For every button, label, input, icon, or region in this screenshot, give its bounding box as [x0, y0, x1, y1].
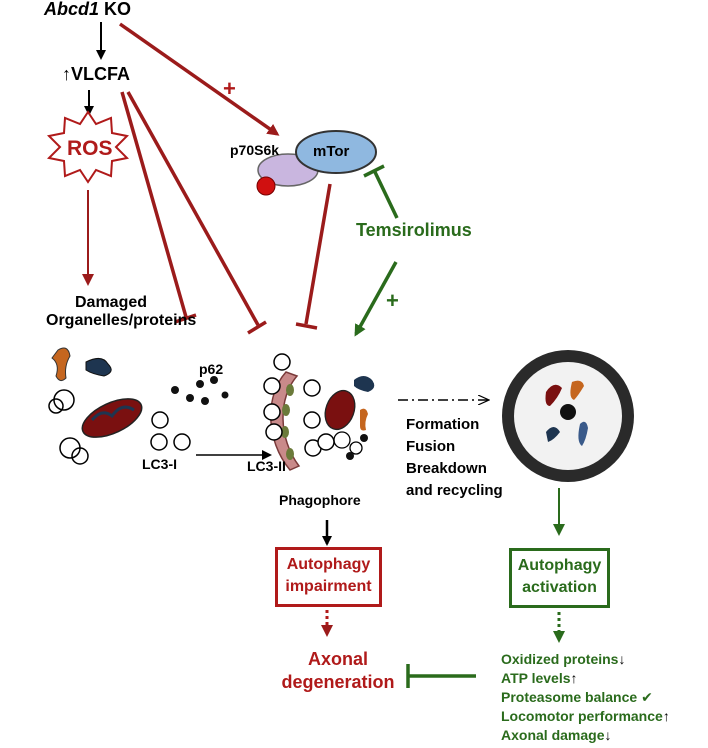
down-arrow-icon: ↓	[604, 727, 612, 743]
lc3-i-label: LC3-I	[142, 456, 177, 472]
vlcfa-label: ↑VLCFA	[62, 64, 131, 84]
up-arrow-icon: ↑	[662, 708, 670, 724]
p62-label: p62	[199, 361, 224, 377]
outcome-item: Axonal damage↓	[501, 727, 612, 743]
outcome-item: Locomotor performance↑	[501, 708, 670, 724]
p62-dots	[171, 376, 229, 405]
p70s6k-red-dot	[256, 176, 276, 196]
inhibit-bar-p62	[174, 313, 197, 324]
up-arrow-icon: ↑	[570, 670, 578, 686]
phagophore-label: Phagophore	[279, 492, 361, 508]
p70s6k-label: p70S6k	[230, 142, 280, 158]
autolysosome-illustration	[502, 350, 634, 482]
abcd1-ko-label: Abcd1 KO	[44, 0, 132, 19]
outcomes-list: Oxidized proteins↓ ATP levels↑ Proteasom…	[501, 650, 670, 745]
inhibit-bar-phagophore-2	[295, 322, 318, 330]
ros-label: ROS	[67, 137, 113, 160]
inhibit-temsirolimus-to-mtor	[372, 169, 399, 219]
mtor-ellipse	[295, 130, 377, 174]
temsirolimus-label: Temsirolimus	[356, 220, 472, 240]
down-arrow-icon: ↓	[618, 651, 626, 667]
plus-red-sign: +	[223, 76, 236, 101]
ros-starburst	[46, 110, 130, 184]
inhibit-vlcfa-to-phagophore	[126, 91, 260, 326]
inhibit-mtor-to-phagophore	[304, 183, 332, 325]
lc3-i-circles	[150, 411, 191, 451]
damaged-organelles-illustration	[48, 347, 143, 465]
arrow-ko-to-mtor	[118, 22, 280, 136]
inhibit-vlcfa-to-p62	[120, 91, 188, 318]
outcome-item: Proteasome balance ✔	[501, 689, 653, 705]
inhibit-bar-phagophore-1	[247, 320, 267, 335]
plus-green-sign: +	[386, 288, 399, 313]
outcome-item: ATP levels↑	[501, 670, 578, 686]
phagophore-illustration	[263, 353, 375, 471]
inhibit-bar-mtor	[363, 164, 385, 178]
mtor-label: mTor	[313, 143, 350, 160]
check-icon: ✔	[641, 689, 653, 705]
lc3-ii-label: LC3-II	[247, 458, 286, 474]
arrow-temsirolimus-to-phagophore	[354, 261, 398, 337]
outcome-item: Oxidized proteins↓	[501, 651, 626, 667]
